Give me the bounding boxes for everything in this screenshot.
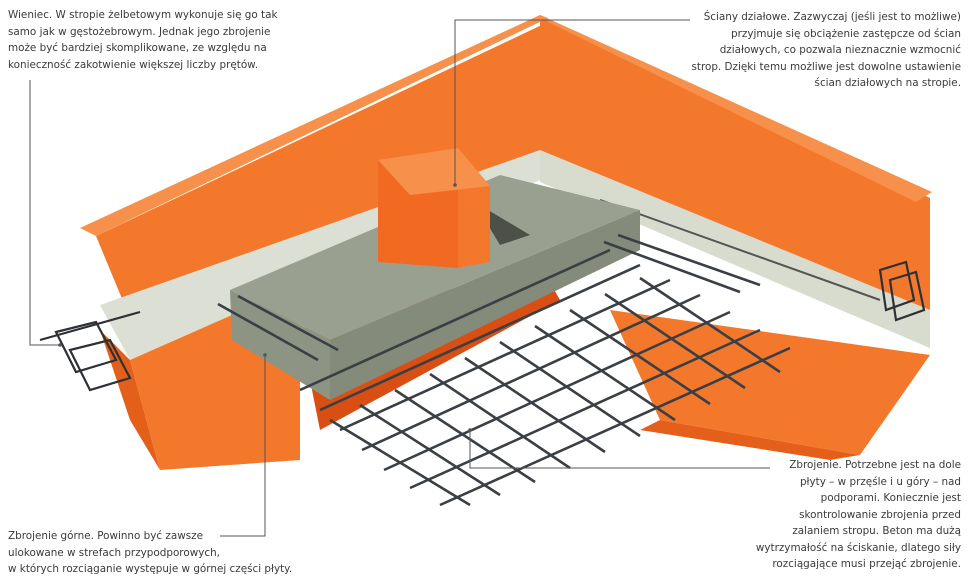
leader-gorne	[220, 355, 266, 537]
leader-sciany	[454, 19, 690, 185]
partition-wall-top	[378, 148, 490, 195]
band-line-right	[599, 199, 881, 301]
front-right-wall	[610, 310, 930, 455]
wall-top-left	[80, 15, 548, 236]
left-wall	[96, 22, 548, 318]
rebar-mesh	[217, 233, 791, 507]
slab-shadow-hole	[488, 210, 530, 245]
leader-wieniec	[29, 80, 60, 346]
left-lower-wall	[100, 330, 160, 470]
annotation-sciany-dzialowe: Ściany działowe. Zazwyczaj (jeśli jest t…	[691, 11, 961, 89]
back-wall	[540, 15, 930, 348]
leader-zbrojenie	[469, 430, 770, 469]
annotation-zbrojenie: Zbrojenie. Potrzebne jest na dole płyty …	[755, 459, 961, 570]
ring-beam-cage-left	[39, 310, 141, 392]
leader-lines	[29, 19, 770, 537]
front-right-lower	[640, 420, 860, 460]
slab-front	[230, 290, 330, 400]
partition-walls	[378, 148, 490, 268]
leader-dots	[58, 183, 472, 432]
slab-side	[330, 210, 640, 400]
ring-beam-cage-right	[878, 260, 926, 322]
walls-back	[80, 15, 932, 348]
annotation-zbrojenie-gorne: Zbrojenie górne. Powinno być zawsze ulok…	[8, 530, 293, 575]
wall-top-right	[540, 15, 932, 202]
annotation-wieniec: Wieniec. W stropie żelbetowym wykonuje s…	[8, 9, 278, 71]
